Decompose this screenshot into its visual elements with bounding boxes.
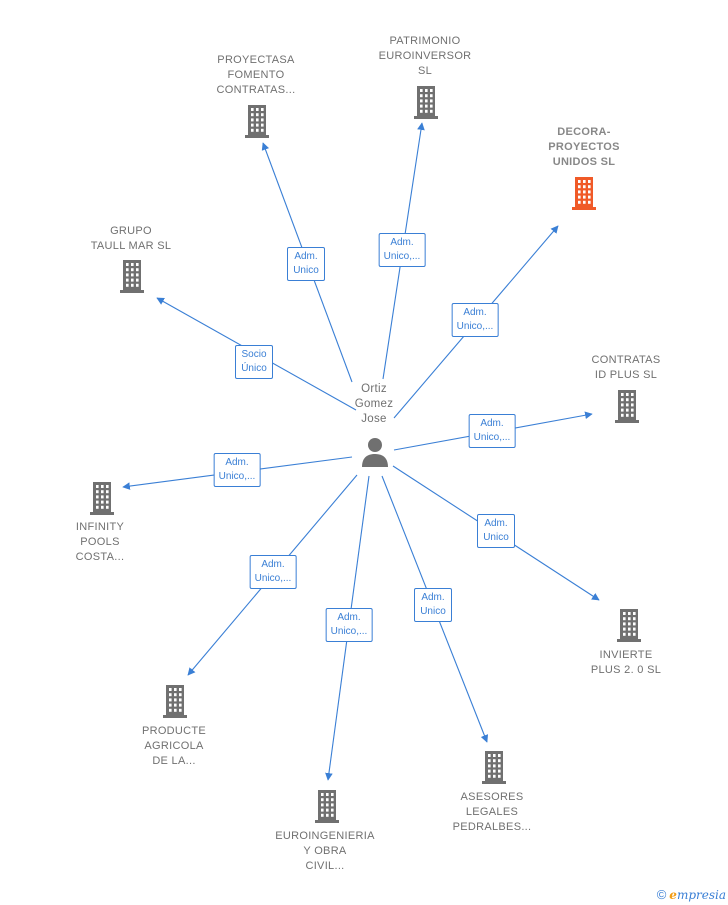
company-label-patrimonio[interactable]: PATRIMONIO EUROINVERSOR SL bbox=[378, 35, 472, 77]
building-icon[interactable] bbox=[569, 176, 599, 210]
edge-label-contratas-id[interactable]: Adm. Unico,... bbox=[468, 414, 516, 448]
edge-label-asesores[interactable]: Adm. Unico bbox=[414, 588, 452, 622]
building-icon[interactable] bbox=[117, 259, 147, 293]
building-icon[interactable] bbox=[312, 789, 342, 823]
edge-label-euroingenieria[interactable]: Adm. Unico,... bbox=[325, 608, 373, 642]
brand-initial: e bbox=[669, 888, 677, 902]
company-label-proyectasa[interactable]: PROYECTASA FOMENTO CONTRATAS... bbox=[216, 54, 296, 96]
building-icon[interactable] bbox=[87, 481, 117, 515]
center-person-name[interactable]: Ortiz Gomez Jose bbox=[354, 383, 394, 425]
company-label-grupo-taull[interactable]: GRUPO TAULL MAR SL bbox=[90, 225, 172, 252]
brand-name: mpresia bbox=[676, 888, 726, 902]
building-icon[interactable] bbox=[411, 85, 441, 119]
edge-label-invierte[interactable]: Adm. Unico bbox=[477, 514, 515, 548]
edge-label-proyectasa[interactable]: Adm. Unico bbox=[287, 247, 325, 281]
footer-brand: ©empresia bbox=[657, 887, 726, 902]
company-label-asesores[interactable]: ASESORES LEGALES PEDRALBES... bbox=[452, 791, 532, 833]
person-icon[interactable] bbox=[360, 436, 390, 468]
building-icon[interactable] bbox=[614, 608, 644, 642]
company-label-euroingenieria[interactable]: EUROINGENIERIA Y OBRA CIVIL... bbox=[275, 830, 375, 872]
building-icon[interactable] bbox=[612, 389, 642, 423]
copyright-symbol: © bbox=[656, 887, 667, 902]
edge-label-infinity[interactable]: Adm. Unico,... bbox=[213, 453, 261, 487]
edge-label-decora[interactable]: Adm. Unico,... bbox=[451, 303, 499, 337]
company-label-infinity[interactable]: INFINITY POOLS COSTA... bbox=[75, 521, 125, 563]
company-label-contratas-id[interactable]: CONTRATAS ID PLUS SL bbox=[591, 354, 661, 381]
company-label-decora[interactable]: DECORA- PROYECTOS UNIDOS SL bbox=[548, 126, 620, 168]
company-label-producte[interactable]: PRODUCTE AGRICOLA DE LA... bbox=[141, 725, 207, 767]
edge-label-producte[interactable]: Adm. Unico,... bbox=[249, 555, 297, 589]
building-icon[interactable] bbox=[160, 684, 190, 718]
building-icon[interactable] bbox=[479, 750, 509, 784]
edge-label-grupo-taull[interactable]: Socio Único bbox=[235, 345, 273, 379]
company-label-invierte[interactable]: INVIERTE PLUS 2. 0 SL bbox=[590, 649, 662, 676]
edge-label-patrimonio[interactable]: Adm. Unico,... bbox=[378, 233, 426, 267]
building-icon[interactable] bbox=[242, 104, 272, 138]
